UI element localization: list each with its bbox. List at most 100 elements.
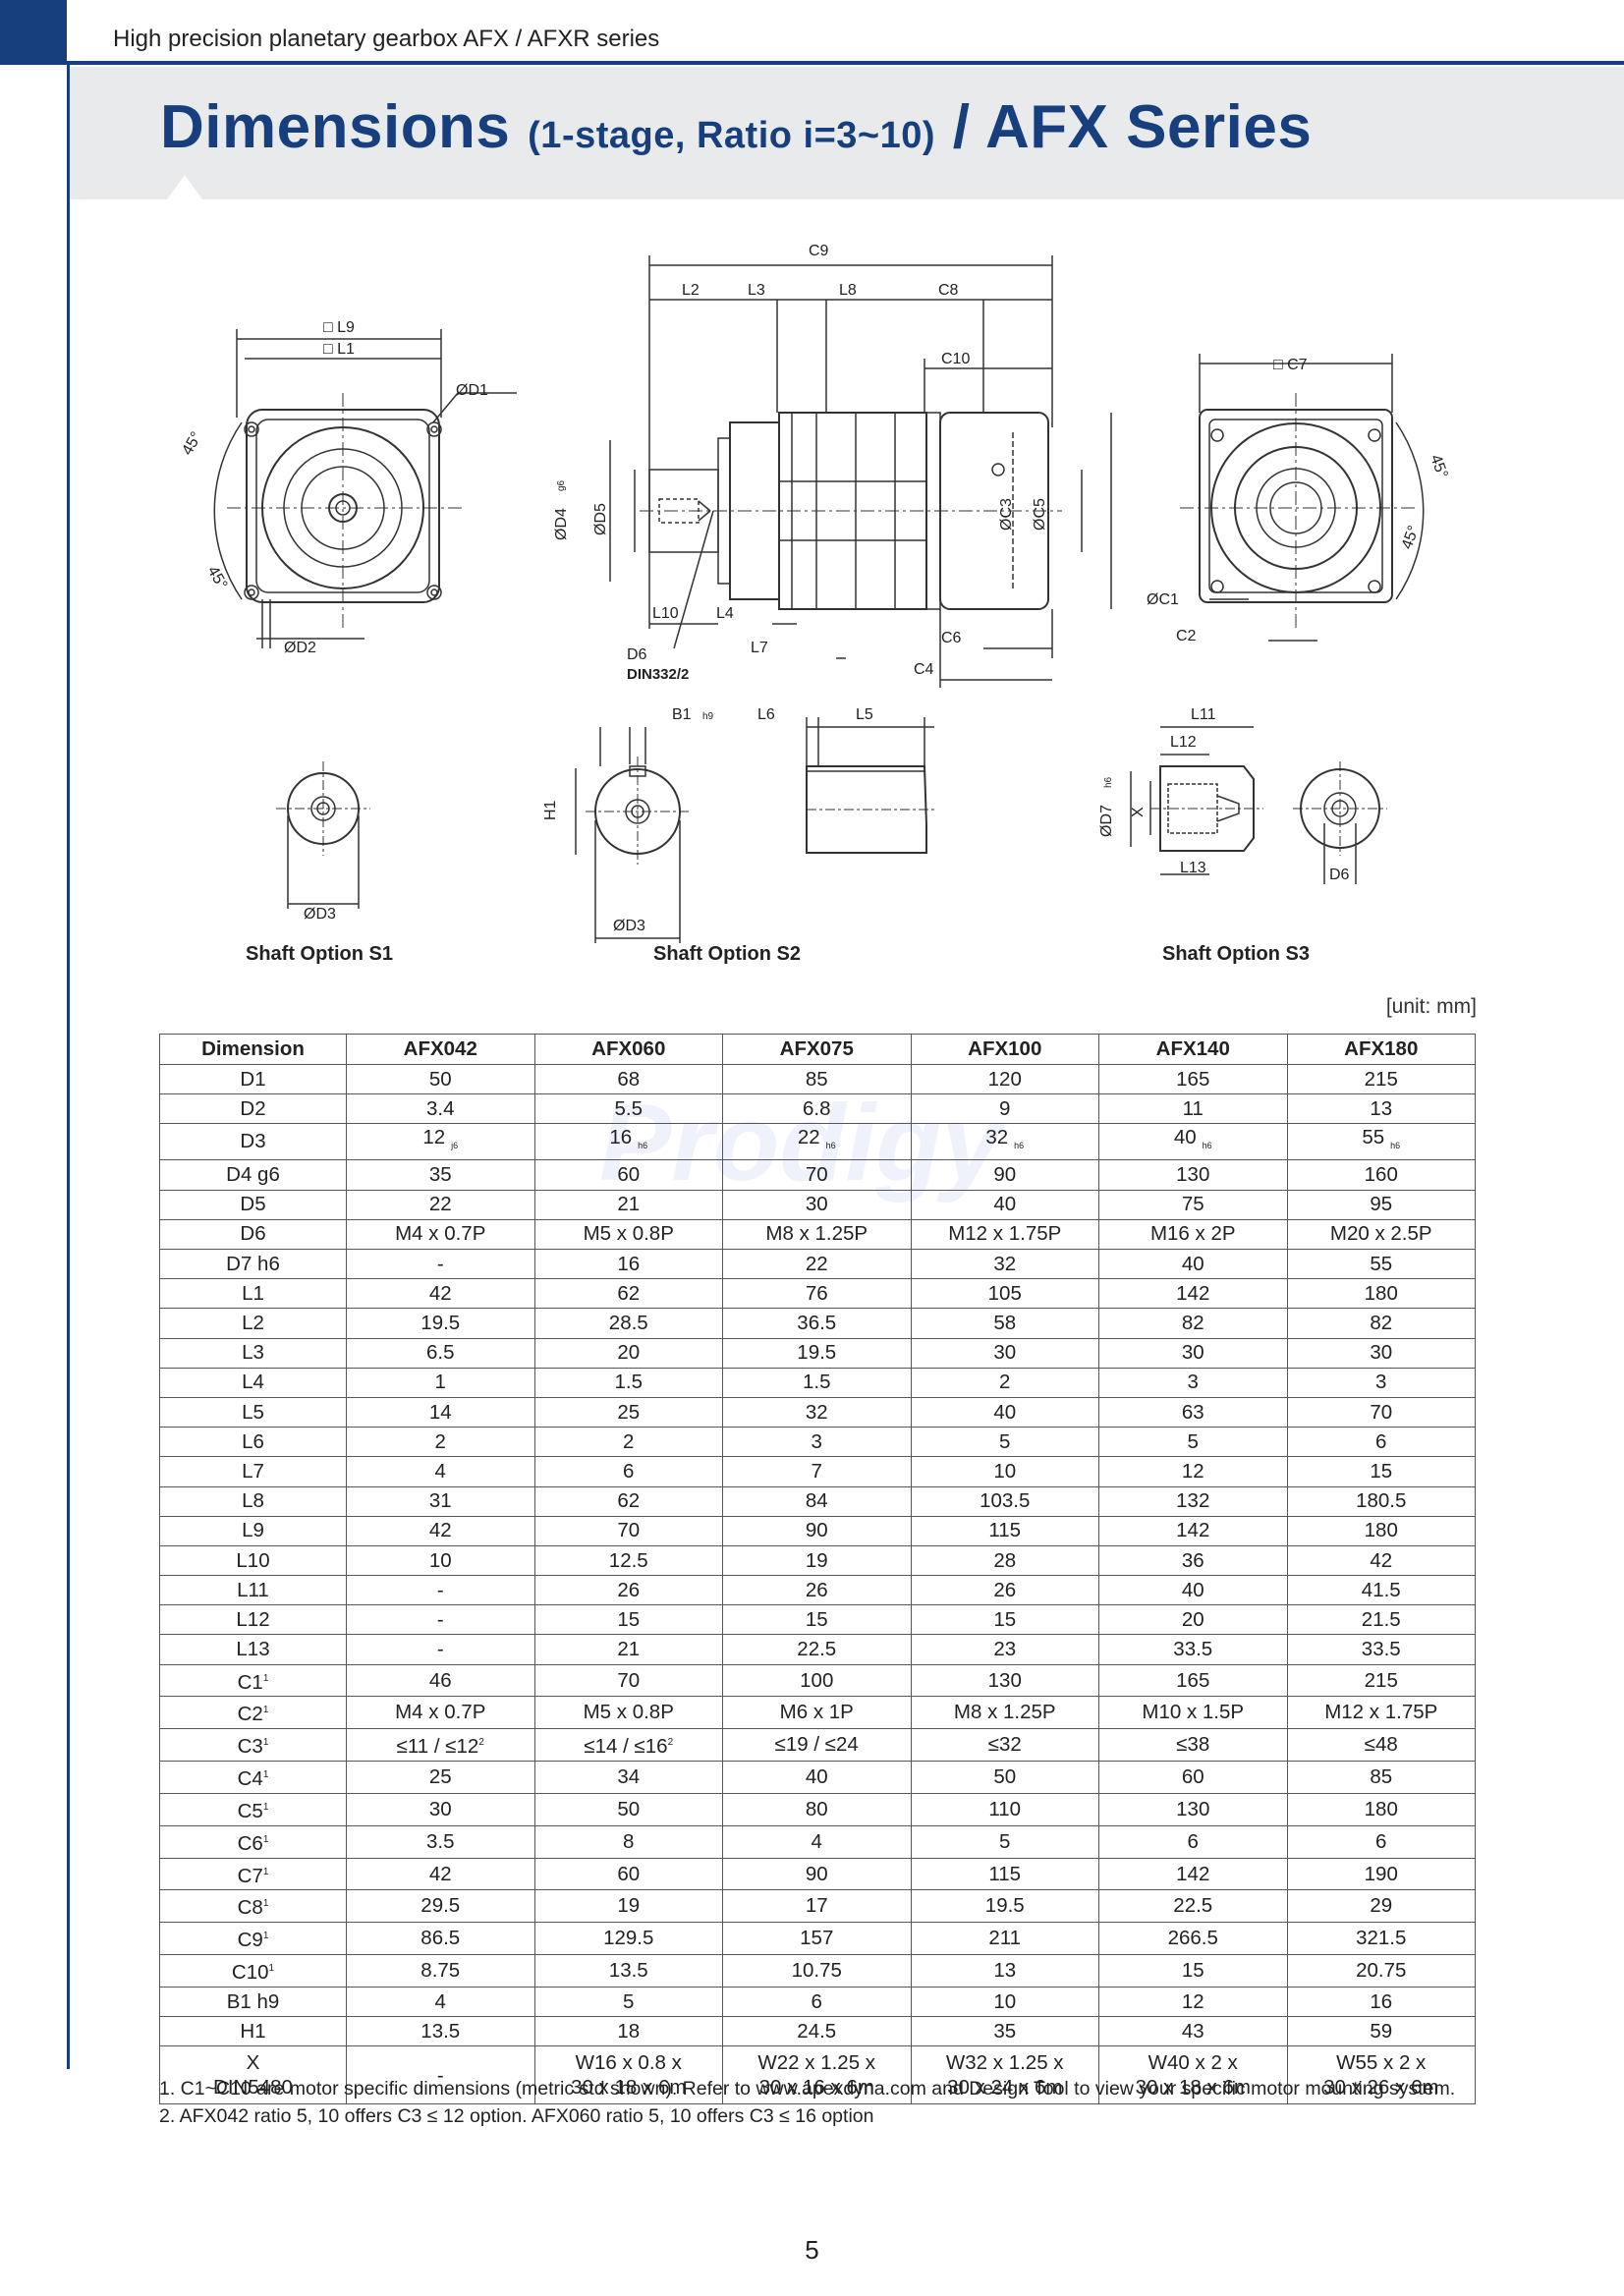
table-cell: 30 xyxy=(1286,1337,1476,1369)
caption-shaft-s2: Shaft Option S2 xyxy=(653,943,801,965)
table-header-row: Dimension AFX042 AFX060 AFX075 AFX100 AF… xyxy=(159,1034,1476,1065)
table-cell: 85 xyxy=(1286,1761,1476,1794)
table-cell: 22.5 xyxy=(722,1634,912,1665)
label-x: X xyxy=(1130,807,1147,817)
table-cell: 3 xyxy=(1098,1367,1288,1398)
table-cell: 2 xyxy=(910,1367,1099,1398)
table-cell: 26 xyxy=(722,1575,912,1606)
table-cell: 190 xyxy=(1286,1857,1476,1891)
table-cell: 95 xyxy=(1286,1189,1476,1220)
row-label: L4 xyxy=(159,1367,347,1398)
row-label: C11 xyxy=(159,1663,347,1698)
label-c7: □ C7 xyxy=(1273,357,1308,373)
row-label: D7 h6 xyxy=(159,1249,347,1280)
table-cell: 129.5 xyxy=(533,1922,723,1956)
table-cell: 33.5 xyxy=(1098,1634,1288,1665)
table-cell: 30 xyxy=(910,1337,1099,1369)
table-cell: 60 xyxy=(1098,1761,1288,1794)
row-label: L10 xyxy=(159,1544,347,1577)
row-label: L3 xyxy=(159,1337,347,1369)
table-cell: 1 xyxy=(346,1367,535,1398)
dimension-table: Dimension AFX042 AFX060 AFX075 AFX100 AF… xyxy=(159,1034,1476,2105)
label-d4-tol: g6 xyxy=(556,479,567,491)
table-cell: 130 xyxy=(1098,1159,1288,1191)
label-l6: L6 xyxy=(757,706,775,723)
title-main: Dimensions xyxy=(160,93,511,161)
shaft-s3-drawing xyxy=(1130,726,1387,884)
label-l10: L10 xyxy=(652,605,679,622)
row-label: L1 xyxy=(159,1278,347,1310)
table-cell: 22 xyxy=(346,1189,535,1220)
row-label: D4 g6 xyxy=(159,1159,347,1191)
unit-note: [unit: mm] xyxy=(1385,995,1477,1018)
table-cell: 80 xyxy=(722,1792,912,1826)
table-cell: ≤14 / ≤162 xyxy=(533,1728,723,1763)
table-cell: 76 xyxy=(722,1278,912,1310)
table-cell: 30 xyxy=(1098,1337,1288,1369)
table-cell: 34 xyxy=(533,1761,723,1794)
label-l4: L4 xyxy=(716,605,734,622)
label-d7-tol: h6 xyxy=(1103,776,1114,788)
table-cell: 28.5 xyxy=(533,1308,723,1339)
table-cell: 19.5 xyxy=(346,1308,535,1339)
table-cell: 31 xyxy=(346,1485,535,1517)
row-label: C41 xyxy=(159,1761,347,1794)
table-cell: 180 xyxy=(1286,1278,1476,1310)
table-cell: 40 xyxy=(1098,1575,1288,1606)
table-cell: 3 xyxy=(722,1427,912,1458)
table-cell: ≤32 xyxy=(910,1728,1099,1763)
table-cell: 3 xyxy=(1286,1367,1476,1398)
table-cell: 142 xyxy=(1098,1857,1288,1891)
column-header: AFX140 xyxy=(1098,1034,1288,1065)
table-cell: 62 xyxy=(533,1485,723,1517)
title-series: AFX Series xyxy=(984,93,1313,161)
table-cell: 26 xyxy=(910,1575,1099,1606)
table-cell: 82 xyxy=(1286,1308,1476,1339)
table-cell: M6 x 1P xyxy=(722,1696,912,1730)
table-cell: 42 xyxy=(346,1278,535,1310)
table-cell: 5 xyxy=(910,1427,1099,1458)
table-cell: 3.5 xyxy=(346,1824,535,1859)
table-cell: M5 x 0.8P xyxy=(533,1218,723,1251)
table-cell: 40 xyxy=(722,1761,912,1794)
header-rule xyxy=(67,61,1624,65)
table-cell: 1.5 xyxy=(533,1367,723,1398)
table-cell: 19.5 xyxy=(722,1337,912,1369)
column-header: Dimension xyxy=(159,1034,347,1065)
table-cell: 4 xyxy=(346,1456,535,1487)
column-header: AFX075 xyxy=(722,1034,912,1065)
label-c1: ØC1 xyxy=(1147,591,1179,608)
label-d1: ØD1 xyxy=(456,382,488,399)
table-cell: 50 xyxy=(346,1063,535,1095)
row-label: C31 xyxy=(159,1728,347,1763)
page-title: Dimensions (1-stage, Ratio i=3~10) / AFX… xyxy=(160,92,1312,162)
table-cell: 40 xyxy=(910,1189,1099,1220)
row-label: L2 xyxy=(159,1308,347,1339)
title-notch xyxy=(167,175,202,199)
table-cell: 50 xyxy=(910,1761,1099,1794)
table-cell: 62 xyxy=(533,1278,723,1310)
table-cell: 100 xyxy=(722,1663,912,1698)
table-cell: 6 xyxy=(533,1456,723,1487)
label-b1: B1 xyxy=(672,706,692,723)
table-cell: 6.8 xyxy=(722,1093,912,1125)
table-cell: 30 xyxy=(722,1189,912,1220)
table-cell: 110 xyxy=(910,1792,1099,1826)
table-cell: 142 xyxy=(1098,1515,1288,1546)
table-cell: 90 xyxy=(722,1857,912,1891)
table-cell: 25 xyxy=(533,1396,723,1428)
table-cell: 115 xyxy=(910,1857,1099,1891)
column-header: AFX180 xyxy=(1286,1034,1476,1065)
table-cell: 22.5 xyxy=(1098,1889,1288,1924)
table-cell: 33.5 xyxy=(1286,1634,1476,1665)
